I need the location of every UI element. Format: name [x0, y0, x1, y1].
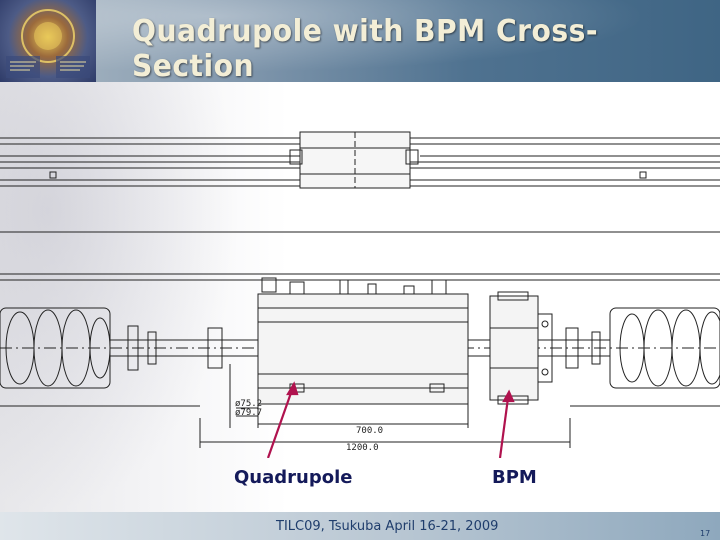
bpm-body — [489, 291, 553, 405]
bpm-arrow — [498, 397, 510, 458]
slide-title: Quadrupole with BPM Cross-Section — [132, 14, 599, 84]
dimension-d3: 700.0 — [356, 426, 383, 436]
conference-logo — [0, 0, 96, 82]
quadrupole-bpm-cross-section-drawing: ø75.2 ø79.7 700.0 1200.0 — [0, 131, 720, 458]
slide-footer — [0, 512, 720, 540]
label-arrows — [266, 381, 515, 458]
dimension-lines — [199, 364, 571, 448]
quadrupole-body — [257, 277, 469, 405]
page-number: 17 — [700, 529, 711, 538]
header-glow — [0, 0, 720, 82]
bpm-arrowhead — [502, 389, 515, 403]
dimension-d2: ø79.7 — [235, 408, 262, 418]
top-view-section — [0, 131, 720, 233]
quadrupole-arrow — [266, 389, 294, 458]
slide-header: Quadrupole with BPM Cross-Section — [0, 0, 720, 84]
bpm-label: BPM — [492, 467, 537, 488]
quadrupole-label: Quadrupole — [234, 467, 353, 488]
right-cavity — [609, 307, 720, 389]
side-view-section — [0, 273, 720, 448]
quadrupole-arrowhead — [286, 381, 299, 396]
footer-text: TILC09, Tsukuba April 16-21, 2009 — [276, 519, 499, 534]
dimension-d1: ø75.2 — [235, 399, 262, 409]
dimension-d4: 1200.0 — [346, 443, 379, 453]
